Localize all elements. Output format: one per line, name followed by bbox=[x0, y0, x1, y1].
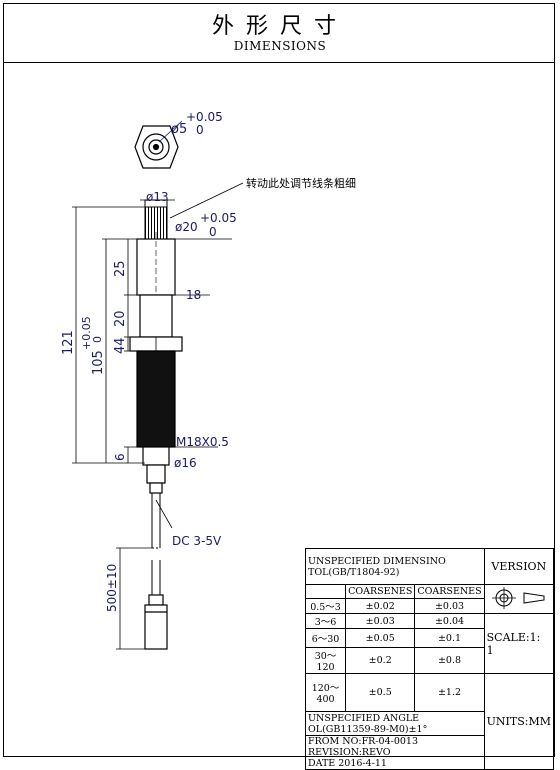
units-label: UNITS:MM bbox=[483, 673, 555, 770]
dim-44: 44 bbox=[113, 337, 128, 354]
form-and-date: FROM NO:FR-04-0013 REVISION:REVO DATE 20… bbox=[305, 735, 485, 770]
date: DATE 2016-4-11 bbox=[308, 758, 387, 769]
dim-6: 6 bbox=[113, 453, 127, 461]
top-view-tol-upper: +0.05 bbox=[186, 110, 223, 124]
row-3-b: ±0.8 bbox=[414, 647, 485, 674]
cable bbox=[151, 493, 173, 595]
row-2-b: ±0.1 bbox=[414, 628, 485, 648]
dim-105-tol-lower: 0 bbox=[91, 336, 104, 343]
dim-25: 25 bbox=[113, 260, 128, 277]
row-3-a: ±0.2 bbox=[345, 647, 416, 674]
dc-connector bbox=[144, 594, 168, 650]
title-chinese: 外形尺寸 bbox=[211, 14, 348, 39]
base-diameter: ø16 bbox=[174, 456, 197, 470]
blank-header bbox=[304, 584, 347, 599]
knob-diameter: ø13 bbox=[146, 190, 169, 204]
dim-121: 121 bbox=[61, 330, 76, 355]
voltage-label: DC 3-5V bbox=[172, 534, 222, 548]
body-diameter: ø20 bbox=[175, 220, 198, 234]
upper-body bbox=[136, 232, 176, 300]
scale-value: 1 bbox=[486, 643, 494, 657]
row-2-range: 6～30 bbox=[304, 628, 347, 648]
scale-label: SCALE:1: bbox=[486, 630, 541, 644]
top-view-nut bbox=[134, 120, 183, 169]
dim-20: 20 bbox=[113, 310, 128, 327]
threaded-body bbox=[136, 350, 176, 448]
flange-nut bbox=[129, 336, 183, 352]
row-4-a: ±0.5 bbox=[345, 673, 416, 712]
form-number: FROM NO:FR-04-0013 REVISION:REVO bbox=[308, 736, 419, 758]
header-separator bbox=[3, 62, 555, 63]
col1-header: COARSENES bbox=[345, 584, 416, 599]
left-dimensions bbox=[72, 207, 152, 649]
row-0-a: ±0.02 bbox=[345, 598, 416, 614]
body-tol-lower: 0 bbox=[209, 225, 217, 239]
top-view-tol-lower: 0 bbox=[196, 123, 204, 137]
tolerance-table: UNSPECIFIED DIMENSINO TOL(GB/T1804-92) V… bbox=[304, 548, 555, 770]
col2-header: COARSENES bbox=[414, 584, 485, 599]
row-0-range: 0.5～3 bbox=[304, 598, 347, 614]
dim-18: 18 bbox=[186, 288, 201, 302]
thread-spec: M18X0.5 bbox=[176, 435, 229, 449]
projection-symbol bbox=[483, 584, 555, 614]
scale-cell: SCALE:1: 1 bbox=[483, 613, 555, 674]
drawing-frame bbox=[3, 3, 555, 757]
body-tol-upper: +0.05 bbox=[200, 211, 237, 225]
cable-length: 500±10 bbox=[105, 564, 119, 612]
row-1-range: 3～6 bbox=[304, 613, 347, 629]
angle-note: UNSPECIFIED ANGLE OL(GB11359-89-M0)±1° bbox=[305, 711, 485, 736]
row-3-range: 30～120 bbox=[304, 647, 347, 674]
version-label: VERSION bbox=[483, 548, 555, 585]
neck bbox=[139, 294, 173, 338]
adjust-note: 转动此处调节线条粗细 bbox=[246, 176, 356, 190]
dim-105: 105 bbox=[91, 350, 106, 375]
title-english: DIMENSIONS bbox=[233, 39, 327, 53]
row-2-a: ±0.05 bbox=[345, 628, 416, 648]
row-1-b: ±0.04 bbox=[414, 613, 485, 629]
row-0-b: ±0.03 bbox=[414, 598, 485, 614]
top-view-dim: ø5 bbox=[171, 122, 187, 137]
row-4-b: ±1.2 bbox=[414, 673, 485, 712]
row-4-range: 120～400 bbox=[304, 673, 347, 712]
row-1-a: ±0.03 bbox=[345, 613, 416, 629]
tolerance-title: UNSPECIFIED DIMENSINO TOL(GB/T1804-92) bbox=[305, 548, 485, 585]
base bbox=[142, 446, 170, 494]
dim-105-tol-upper: +0.05 bbox=[80, 316, 93, 350]
